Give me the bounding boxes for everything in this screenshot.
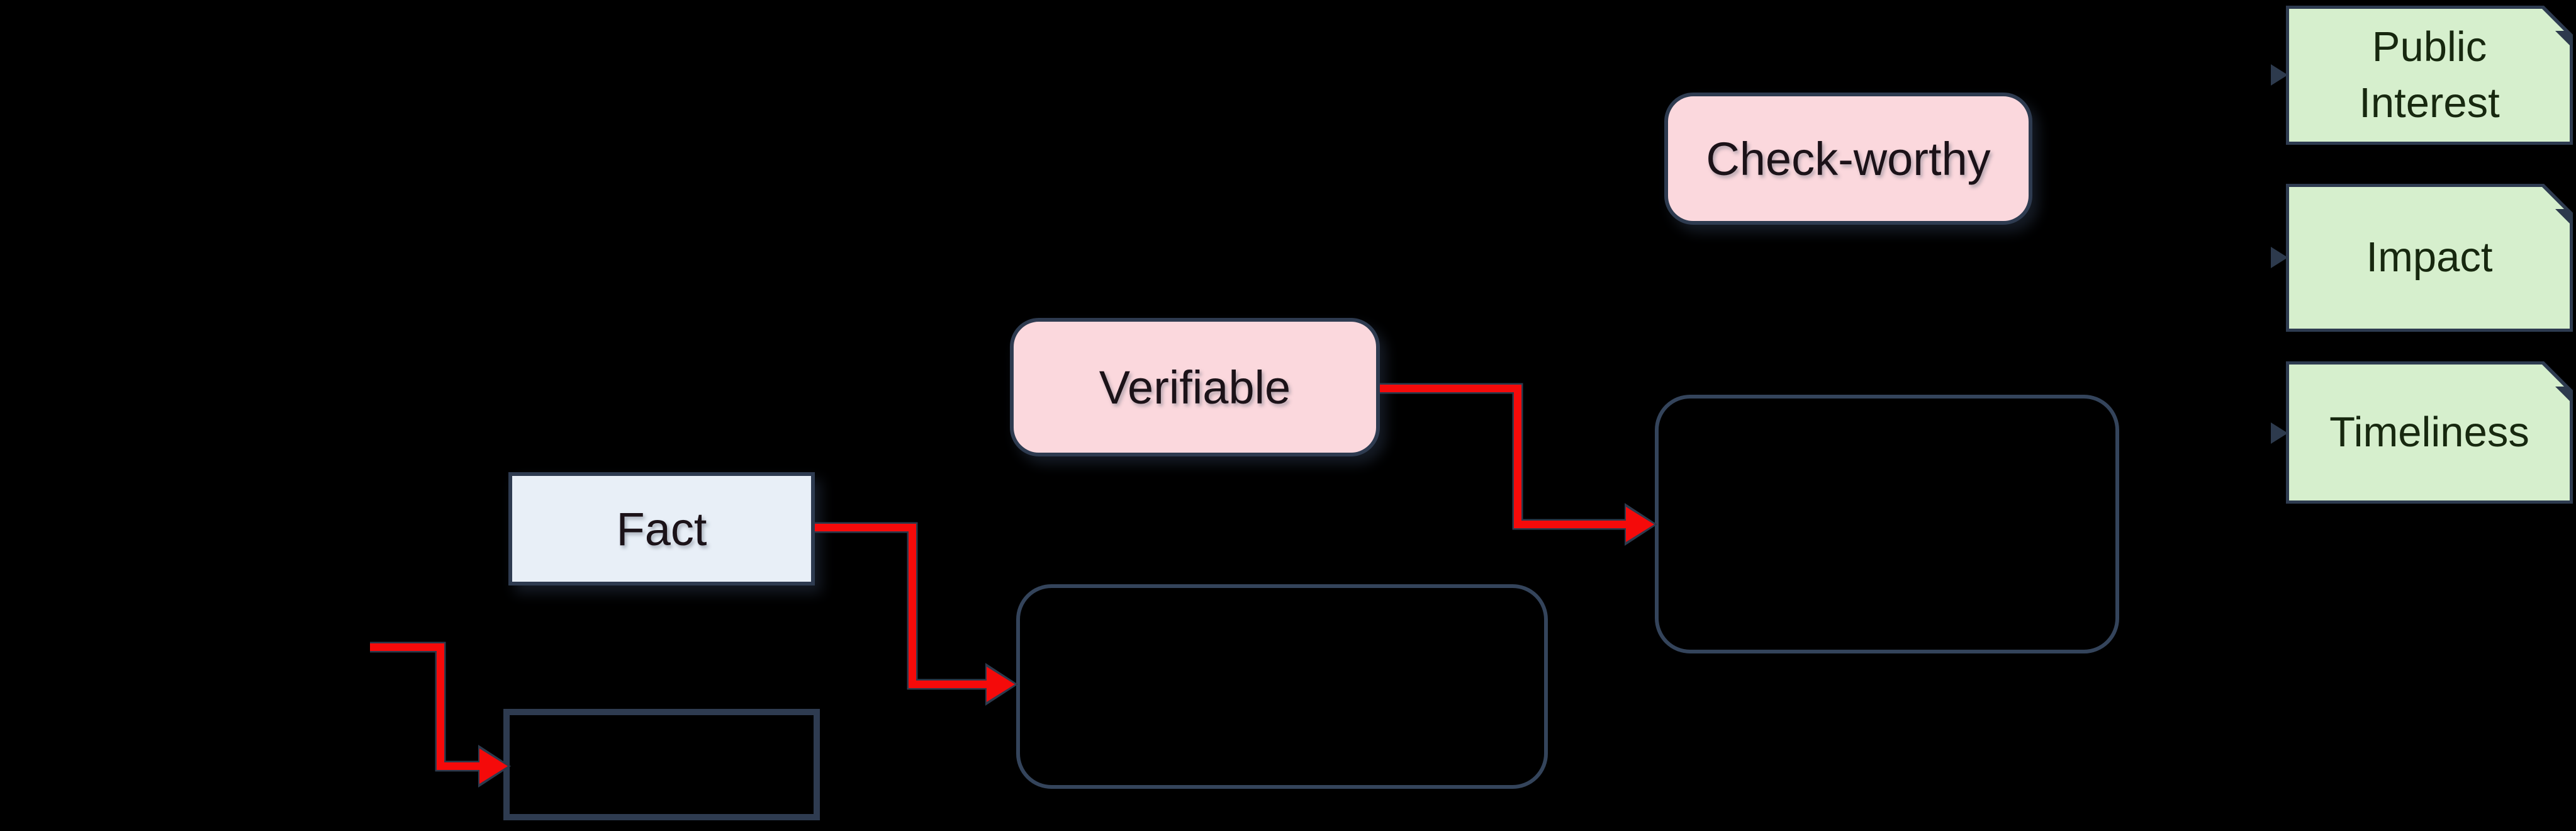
arrow-shadow-left-to-bottom-left-box xyxy=(370,642,481,772)
criteria-card-timeliness-fill: Timeliness xyxy=(2289,365,2570,500)
criteria-card-impact: Impact xyxy=(2286,184,2573,332)
node-fact-label: Fact xyxy=(616,502,707,555)
arrow-left-to-bottom-left-box xyxy=(370,643,481,770)
arrowhead-shadow xyxy=(985,663,1018,706)
node-check-worthy-label: Check-worthy xyxy=(1706,132,1991,185)
arrow-shadow-fact-to-middle-box xyxy=(815,522,989,690)
node-fact: Fact xyxy=(508,472,815,585)
unlabeled-box-right xyxy=(1655,395,2119,653)
folded-corner-icon xyxy=(2555,31,2573,48)
unlabeled-box-middle xyxy=(1016,584,1548,789)
criteria-card-impact-label: Impact xyxy=(2366,234,2493,281)
arrow-shadow-verifiable-to-right-box xyxy=(1380,383,1627,530)
arrowhead-shadow xyxy=(1625,503,1657,546)
node-check-worthy: Check-worthy xyxy=(1664,93,2032,225)
arrowhead-nub-public-interest xyxy=(2271,64,2288,86)
criteria-card-public-interest-fill: Public Interest xyxy=(2289,9,2570,142)
arrowhead-nub-timeliness xyxy=(2271,422,2288,444)
criteria-card-public-interest-label: Public Interest xyxy=(2359,23,2500,127)
folded-corner-icon xyxy=(2555,387,2573,404)
criteria-card-impact-fill: Impact xyxy=(2289,187,2570,329)
arrow-verifiable-to-right-box xyxy=(1380,385,1627,528)
criteria-card-timeliness-label: Timeliness xyxy=(2329,408,2529,456)
node-verifiable-label: Verifiable xyxy=(1099,361,1291,414)
criteria-card-public-interest: Public Interest xyxy=(2286,6,2573,145)
arrow-fact-to-middle-box xyxy=(815,524,989,688)
arrowhead-nub-impact xyxy=(2271,247,2288,268)
folded-corner-icon xyxy=(2555,209,2573,227)
node-verifiable: Verifiable xyxy=(1010,318,1380,456)
arrowhead-verifiable-to-right-box xyxy=(1626,507,1654,542)
criteria-card-timeliness: Timeliness xyxy=(2286,361,2573,504)
unlabeled-box-bottom-left xyxy=(503,709,820,820)
arrowhead-fact-to-middle-box xyxy=(987,667,1015,702)
